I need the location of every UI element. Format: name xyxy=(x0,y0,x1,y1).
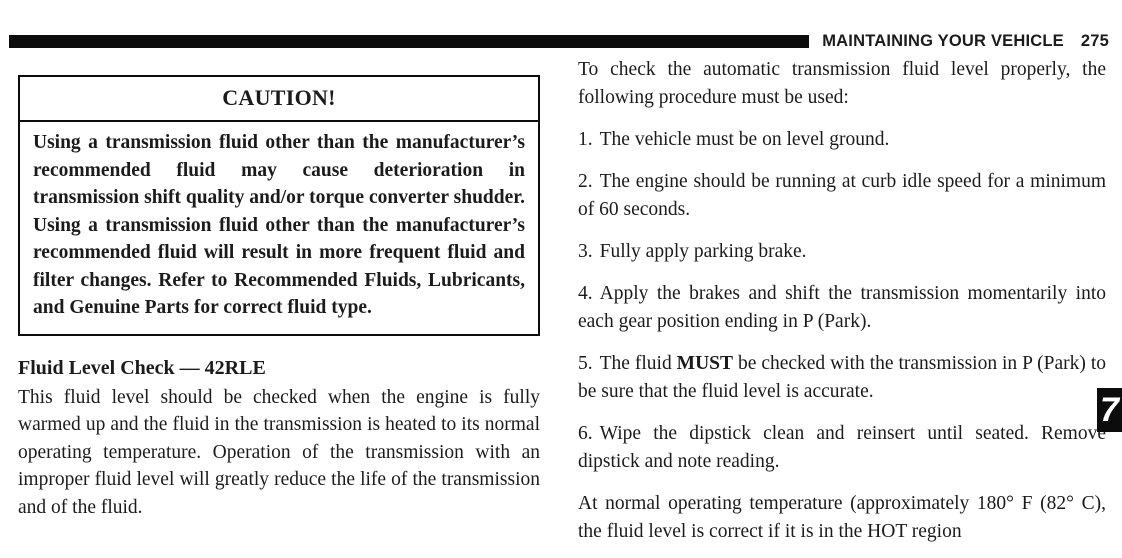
header-page-number: 275 xyxy=(1080,31,1109,50)
step-text: The vehicle must be on level ground. xyxy=(599,129,890,150)
header-title: MAINTAINING YOUR VEHICLE xyxy=(822,31,1064,50)
procedure-step-4: 4.Apply the brakes and shift the transmi… xyxy=(578,280,1106,336)
chapter-tab: 7 xyxy=(1097,388,1122,432)
step-number: 5. xyxy=(578,353,593,374)
step-text: The engine should be running at curb idl… xyxy=(578,171,1106,220)
section-body: This fluid level should be checked when … xyxy=(18,386,540,518)
step-text: Fully apply parking brake. xyxy=(599,241,807,262)
step-text-post: be checked with the transmission in P (P… xyxy=(578,353,1107,402)
step-number: 3. xyxy=(578,241,593,262)
procedure-step-1: 1. The vehicle must be on level ground. xyxy=(578,126,1106,154)
step-text-emphasis: MUST xyxy=(676,353,734,374)
step-text-pre: The fluid xyxy=(599,353,672,374)
step-number: 2. xyxy=(578,171,593,192)
procedure-step-6: 6.Wipe the dipstick clean and reinsert u… xyxy=(578,420,1106,476)
procedure-step-2: 2.The engine should be running at curb i… xyxy=(578,168,1106,224)
procedure-step-3: 3. Fully apply parking brake. xyxy=(578,238,1106,266)
chapter-tab-label: 7 xyxy=(1100,391,1119,429)
step-number: 1. xyxy=(578,129,593,150)
procedure-step-5: 5. The fluid MUST be checked with the tra… xyxy=(578,350,1106,406)
section-heading: Fluid Level Check — 42RLE xyxy=(18,356,266,379)
procedure-intro: To check the automatic transmission flui… xyxy=(578,59,1106,108)
procedure-outro: At normal operating temperature (approxi… xyxy=(578,493,1106,542)
step-text: Wipe the dipstick clean and reinsert unt… xyxy=(578,423,1106,472)
step-text: Apply the brakes and shift the transmiss… xyxy=(578,283,1106,332)
left-column: CAUTION! Using a transmission fluid othe… xyxy=(18,75,540,521)
right-column: To check the automatic transmission flui… xyxy=(578,56,1106,558)
caution-body: Using a transmission fluid other than th… xyxy=(33,132,525,318)
header-rule xyxy=(9,34,810,48)
caution-box: CAUTION! Using a transmission fluid othe… xyxy=(18,75,540,336)
step-number: 4. xyxy=(578,283,593,304)
step-number: 6. xyxy=(578,423,593,444)
page-header: MAINTAINING YOUR VEHICLE 275 xyxy=(9,31,1109,51)
caution-title: CAUTION! xyxy=(20,77,538,122)
